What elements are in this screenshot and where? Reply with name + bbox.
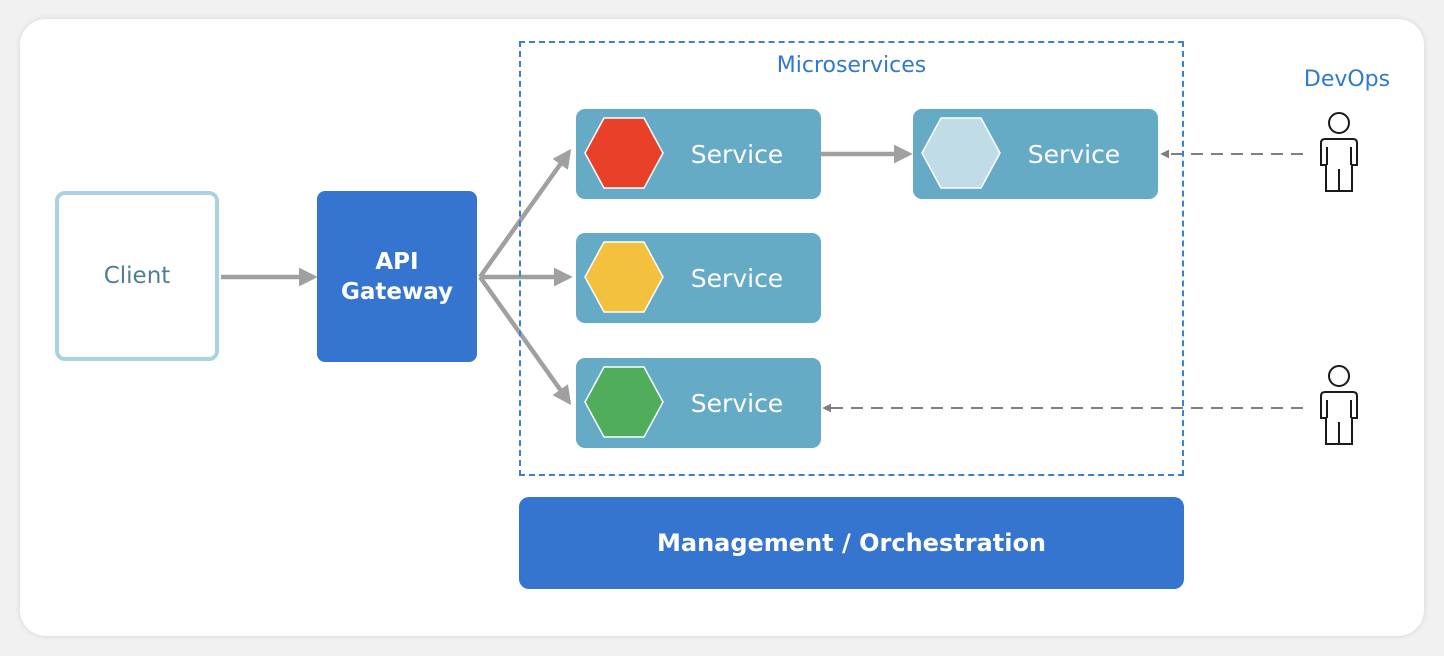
client-label: Client [103, 263, 171, 289]
arrow-gateway-to-service-bottom [478, 275, 572, 406]
microservices-title: Microservices [776, 53, 927, 78]
service-label: Service [1027, 139, 1121, 169]
gateway-label-line1: API [375, 248, 419, 275]
microservices-group-frame [519, 41, 1184, 476]
person-icon [1320, 365, 1358, 445]
hexagon-icon-red [584, 117, 664, 189]
person-icon [1320, 112, 1358, 192]
management-orchestration-bar: Management / Orchestration [519, 497, 1184, 589]
hexagon-icon-yellow [584, 241, 664, 313]
service-box-light: Service [913, 109, 1158, 199]
management-label: Management / Orchestration [656, 529, 1047, 557]
api-gateway-box: API Gateway [317, 191, 477, 362]
hexagon-icon-light [921, 117, 1001, 189]
service-box-yellow: Service [576, 233, 821, 323]
service-label: Service [690, 263, 784, 293]
gateway-label-line2: Gateway [340, 278, 454, 305]
service-label: Service [690, 139, 784, 169]
service-label: Service [690, 388, 784, 418]
client-box: Client [55, 191, 219, 361]
service-box-red: Service [576, 109, 821, 199]
arrow-gateway-to-service-top [478, 148, 572, 279]
diagram-canvas: Client API Gateway Microservices Service… [20, 19, 1424, 636]
devops-label: DevOps [1303, 67, 1391, 92]
hexagon-icon-green [584, 366, 664, 438]
connector-layer [221, 144, 1303, 413]
service-box-green: Service [576, 358, 821, 448]
